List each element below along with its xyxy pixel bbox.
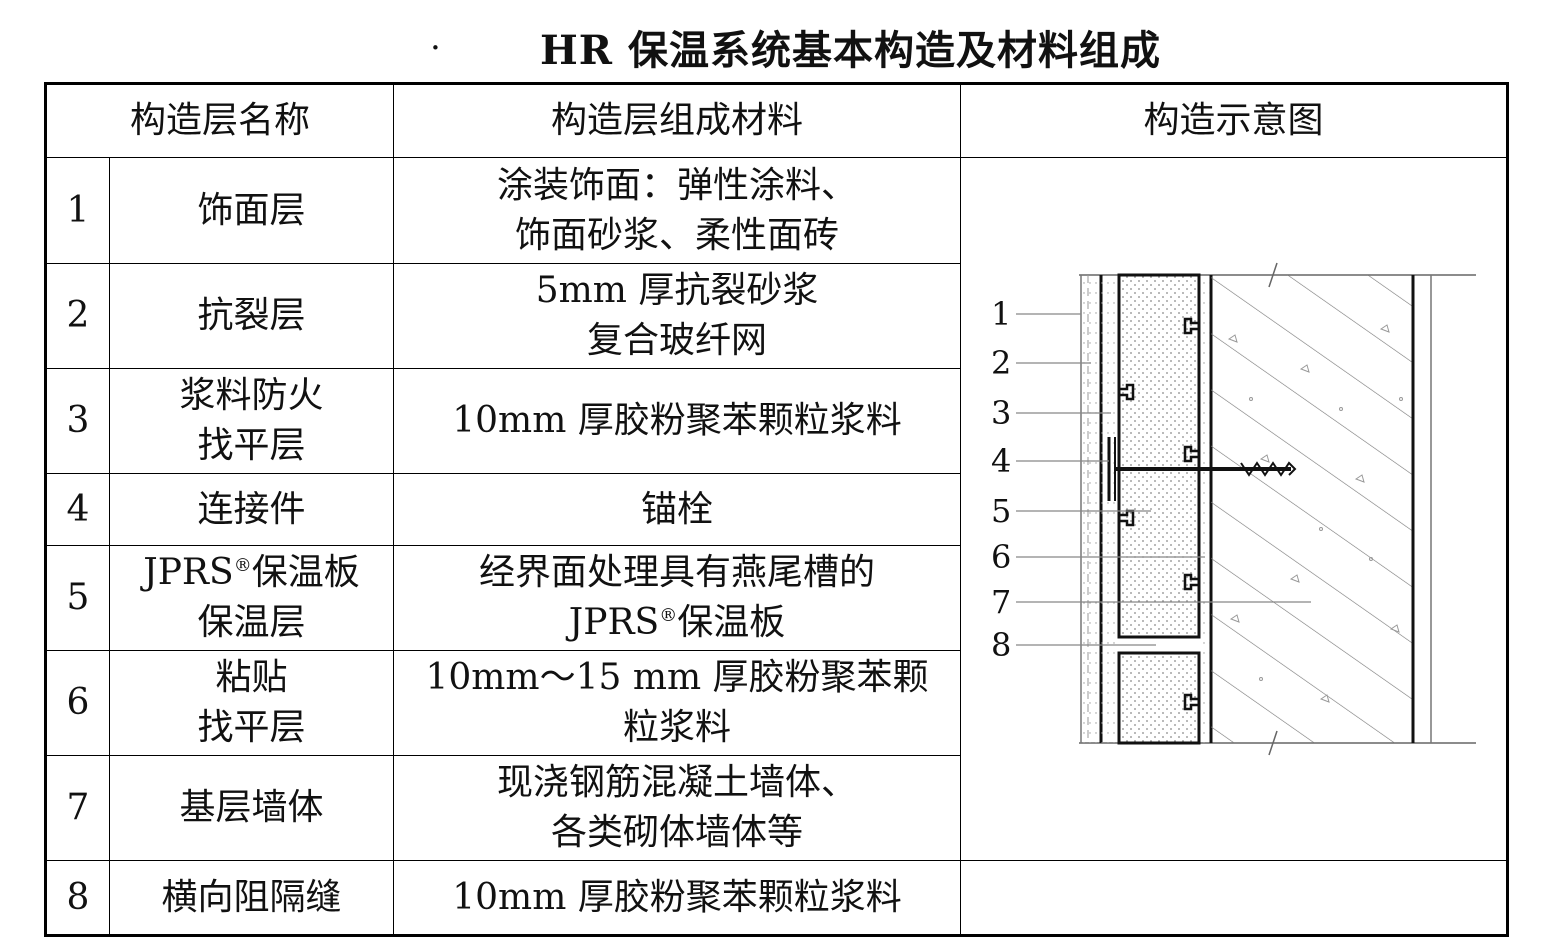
leveling-layer-fill bbox=[1101, 275, 1120, 743]
layer-name: JPRS®保温板 保温层 bbox=[108, 545, 395, 651]
layer-name: 浆料防火 找平层 bbox=[108, 368, 395, 474]
registered-mark: ® bbox=[233, 555, 252, 576]
layer-name: 饰面层 bbox=[108, 157, 395, 264]
layer-name-part: 保温板 保温层 bbox=[197, 552, 360, 643]
table-row: 7 基层墙体 现浇钢筋混凝土墙体、 各类砌体墙体等 bbox=[45, 755, 1508, 861]
layer-material-part: 经界面处理具有燕尾槽的 JPRS bbox=[479, 552, 876, 643]
dovetail-groove bbox=[1119, 383, 1135, 401]
leader-lines bbox=[1016, 313, 1312, 646]
layer-material: 锚栓 bbox=[393, 473, 962, 546]
title-row: . HR 保温系统基本构造及材料组成 bbox=[0, 0, 1555, 80]
layer-name: 基层墙体 bbox=[108, 755, 395, 861]
table-row: 6 粘贴 找平层 10mm～15 mm 厚胶粉聚苯颗 粒浆料 bbox=[45, 650, 1508, 756]
construction-diagram: 1 2 3 4 5 6 7 8 bbox=[991, 262, 1477, 756]
header-name: 构造层名称 bbox=[44, 83, 395, 158]
row-number: 5 bbox=[45, 545, 110, 651]
layer-material: 10mm～15 mm 厚胶粉聚苯颗 粒浆料 bbox=[393, 650, 962, 756]
anchor-screw-thread bbox=[1240, 461, 1297, 477]
diagram-label-5: 5 bbox=[991, 492, 1011, 530]
diagram-cell: 1 2 3 4 5 6 7 8 bbox=[960, 157, 1509, 861]
title-prefix: . bbox=[430, 18, 441, 58]
table-row: 8 横向阻隔缝 10mm 厚胶粉聚苯颗粒浆料 bbox=[45, 860, 1509, 936]
dovetail-groove bbox=[1183, 445, 1200, 463]
diagram-label-4: 4 bbox=[991, 442, 1011, 480]
layer-material: 5mm 厚抗裂砂浆 复合玻纤网 bbox=[393, 263, 962, 369]
layer-name: 横向阻隔缝 bbox=[108, 860, 395, 936]
bonding-layer-fill bbox=[1199, 275, 1212, 743]
diagram-label-1: 1 bbox=[991, 295, 1011, 333]
row-number: 1 bbox=[45, 157, 110, 264]
layer-material: 经界面处理具有燕尾槽的 JPRS®保温板 bbox=[393, 545, 962, 651]
header-material: 构造层组成材料 bbox=[393, 83, 962, 158]
diagram-label-7: 7 bbox=[991, 583, 1011, 621]
row-number: 4 bbox=[45, 473, 110, 546]
header-diagram: 构造示意图 bbox=[960, 83, 1509, 158]
layer-material: 涂装饰面：弹性涂料、 饰面砂浆、柔性面砖 bbox=[393, 157, 962, 264]
diagram-label-6: 6 bbox=[991, 538, 1011, 576]
row-number: 2 bbox=[45, 263, 110, 369]
layer-name: 连接件 bbox=[108, 473, 395, 546]
base-wall-fill bbox=[1211, 275, 1414, 743]
insulation-board-lower bbox=[1117, 651, 1201, 745]
diagram-label-3: 3 bbox=[991, 394, 1011, 432]
dovetail-groove bbox=[1183, 573, 1200, 591]
table-row: 4 连接件 锚栓 bbox=[45, 473, 1508, 546]
empty-cell bbox=[960, 860, 1509, 936]
layer-material: 现浇钢筋混凝土墙体、 各类砌体墙体等 bbox=[393, 755, 962, 861]
layer-name: 粘贴 找平层 bbox=[108, 650, 395, 756]
table-row: 2 抗裂层 5mm 厚抗裂砂浆 复合玻纤网 bbox=[45, 263, 1508, 369]
layer-name: 抗裂层 bbox=[108, 263, 395, 369]
row-number: 8 bbox=[45, 860, 110, 936]
construction-table: 构造层名称 构造层组成材料 构造示意图 1 饰面层 涂装饰面：弹性涂料、 饰面砂… bbox=[44, 82, 1510, 937]
finish-layer-fill bbox=[1081, 275, 1102, 743]
layer-material: 10mm 厚胶粉聚苯颗粒浆料 bbox=[393, 368, 962, 474]
dovetail-groove bbox=[1183, 317, 1200, 335]
table-row: 3 浆料防火 找平层 10mm 厚胶粉聚苯颗粒浆料 bbox=[45, 368, 1508, 474]
dovetail-groove bbox=[1183, 693, 1200, 711]
registered-mark: ® bbox=[659, 605, 678, 626]
row-number: 7 bbox=[45, 755, 110, 861]
insulation-board-upper bbox=[1117, 273, 1201, 639]
table-row: 1 饰面层 涂装饰面：弹性涂料、 饰面砂浆、柔性面砖 bbox=[45, 157, 1509, 861]
diagram-label-8: 8 bbox=[991, 626, 1011, 664]
page-title: HR 保温系统基本构造及材料组成 bbox=[540, 27, 1161, 74]
layer-name-part: JPRS bbox=[143, 552, 234, 593]
row-number: 3 bbox=[45, 368, 110, 474]
aggregate-marks bbox=[1227, 324, 1404, 703]
row-number: 6 bbox=[45, 650, 110, 756]
layer-material: 10mm 厚胶粉聚苯颗粒浆料 bbox=[393, 860, 962, 936]
diagram-label-2: 2 bbox=[991, 344, 1011, 382]
dovetail-groove bbox=[1119, 509, 1135, 527]
layer-material-part: 保温板 bbox=[677, 602, 786, 643]
header-row: 构造层名称 构造层组成材料 构造示意图 bbox=[44, 83, 1509, 158]
